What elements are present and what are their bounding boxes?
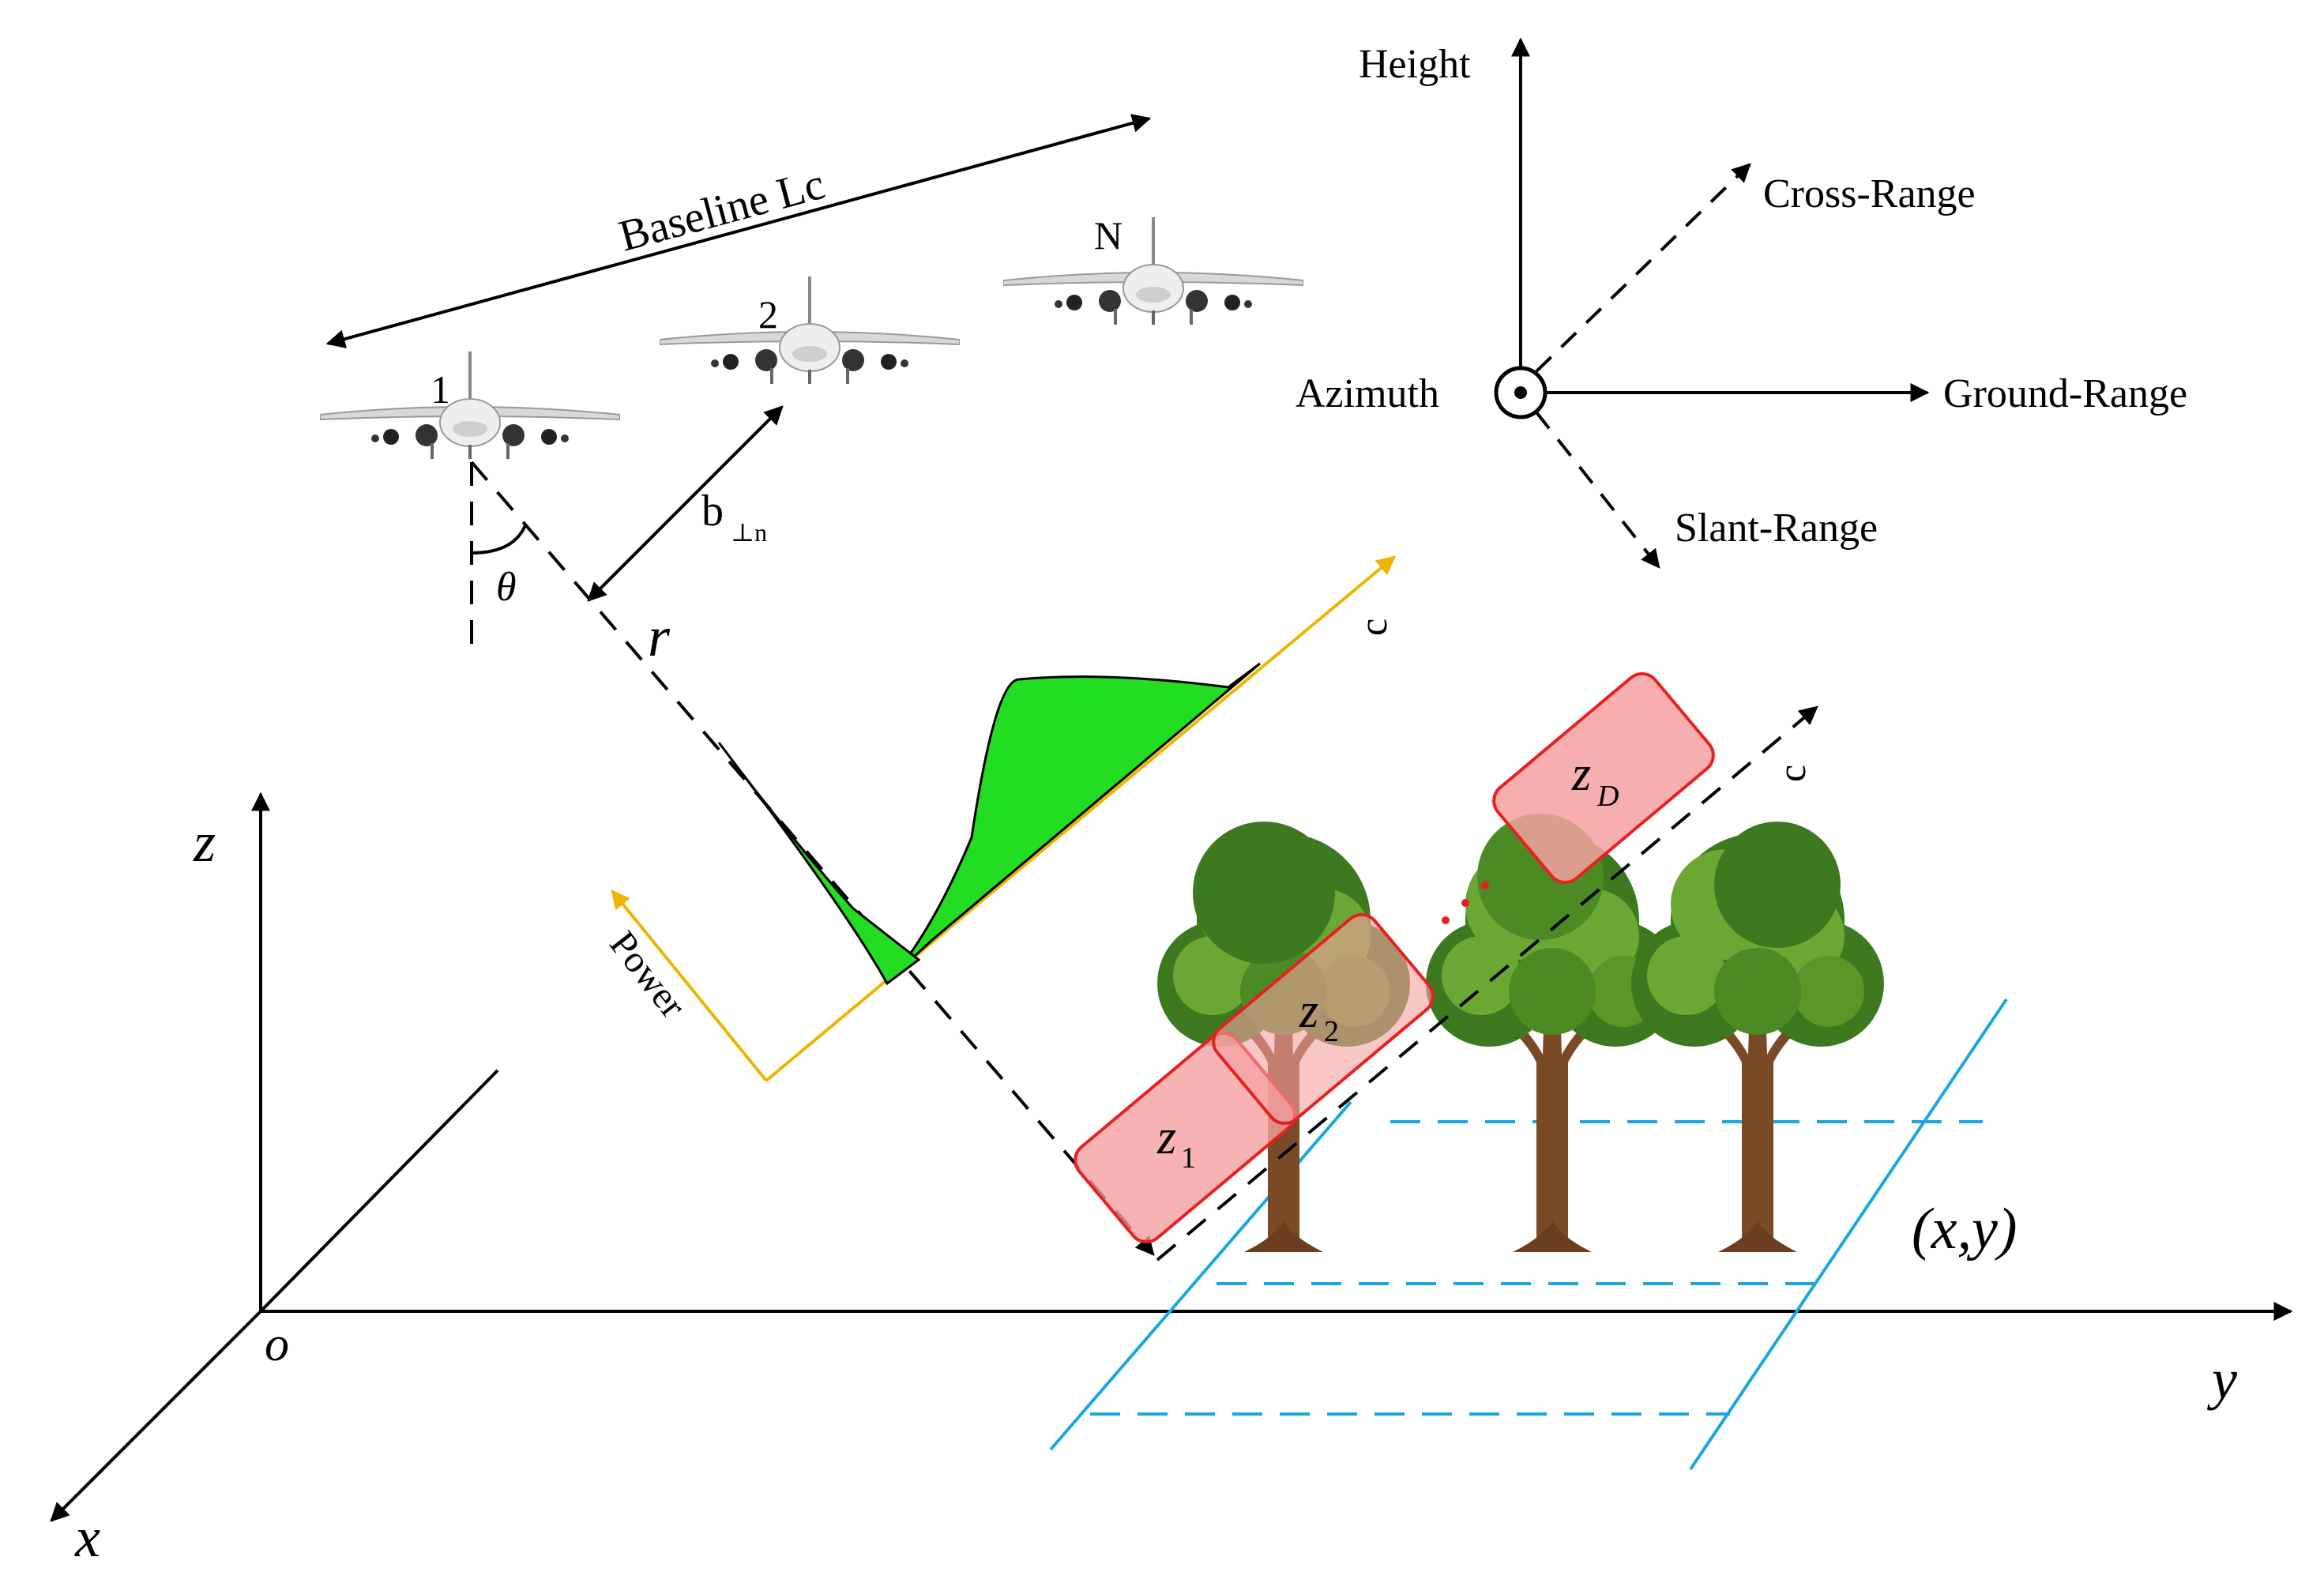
z-axis-label: z <box>193 810 216 874</box>
baseline-label: Baseline Lc <box>614 160 829 261</box>
tomographic-axis: c <box>1156 705 1818 1262</box>
reference-directions: Height Cross-Range Azimuth Ground-Range … <box>1295 37 2187 569</box>
ground-range-label: Ground-Range <box>1943 371 2187 416</box>
x-axis <box>50 1310 262 1522</box>
origin-label: o <box>265 1318 289 1371</box>
azimuth-out-of-page-icon <box>1494 366 1547 419</box>
z2-label: z <box>1299 984 1318 1038</box>
c-axis-yellow <box>765 555 1396 1082</box>
c-label-slant: c <box>1351 619 1395 636</box>
perpendicular-baseline: b ⊥n <box>587 405 784 602</box>
coordinate-axes: z o y x <box>50 792 2293 1569</box>
cross-range-label: Cross-Range <box>1763 171 1976 216</box>
z2-subscript: 2 <box>1324 1015 1339 1048</box>
cell-zD <box>1492 671 1715 885</box>
azimuth-label: Azimuth <box>1295 371 1439 416</box>
cell-z2 <box>1212 912 1435 1126</box>
b-label: b <box>701 487 724 536</box>
plane-2-label: 2 <box>758 292 778 337</box>
airplane-icon <box>320 352 620 461</box>
plane-1-label: 1 <box>431 367 450 412</box>
z1-subscript: 1 <box>1181 1141 1196 1175</box>
ground-grid <box>1049 998 2008 1471</box>
zD-subscript: D <box>1596 780 1619 813</box>
satellite-platforms: 1 2 N <box>320 213 1303 461</box>
ground-cell-label: (x,y) <box>1912 1197 2017 1262</box>
b-subscript: ⊥n <box>731 518 767 547</box>
z1-label: z <box>1156 1111 1176 1164</box>
x-axis-label: x <box>74 1506 100 1569</box>
resolution-cells: z 1 z 2 z D <box>1074 671 1715 1244</box>
r-label: r <box>648 605 671 668</box>
x-axis-back <box>259 1069 499 1313</box>
power-axis <box>611 889 768 1082</box>
theta-label: θ <box>496 565 517 610</box>
c-label-tomo: c <box>1769 765 1814 782</box>
zD-label: z <box>1571 747 1591 801</box>
height-label: Height <box>1359 42 1471 87</box>
slant-range-line: r <box>470 461 1155 1256</box>
plane-N-label: N <box>1094 213 1123 258</box>
baseline: Baseline Lc <box>325 114 1152 348</box>
airplane-icon <box>1003 217 1303 326</box>
slant-range-label: Slant-Range <box>1675 506 1878 551</box>
backscatter-profile <box>886 662 1261 984</box>
airplane-icon <box>660 276 960 385</box>
y-axis-label: y <box>2206 1348 2237 1411</box>
look-angle: θ <box>470 462 527 656</box>
ground-peak <box>717 742 921 986</box>
